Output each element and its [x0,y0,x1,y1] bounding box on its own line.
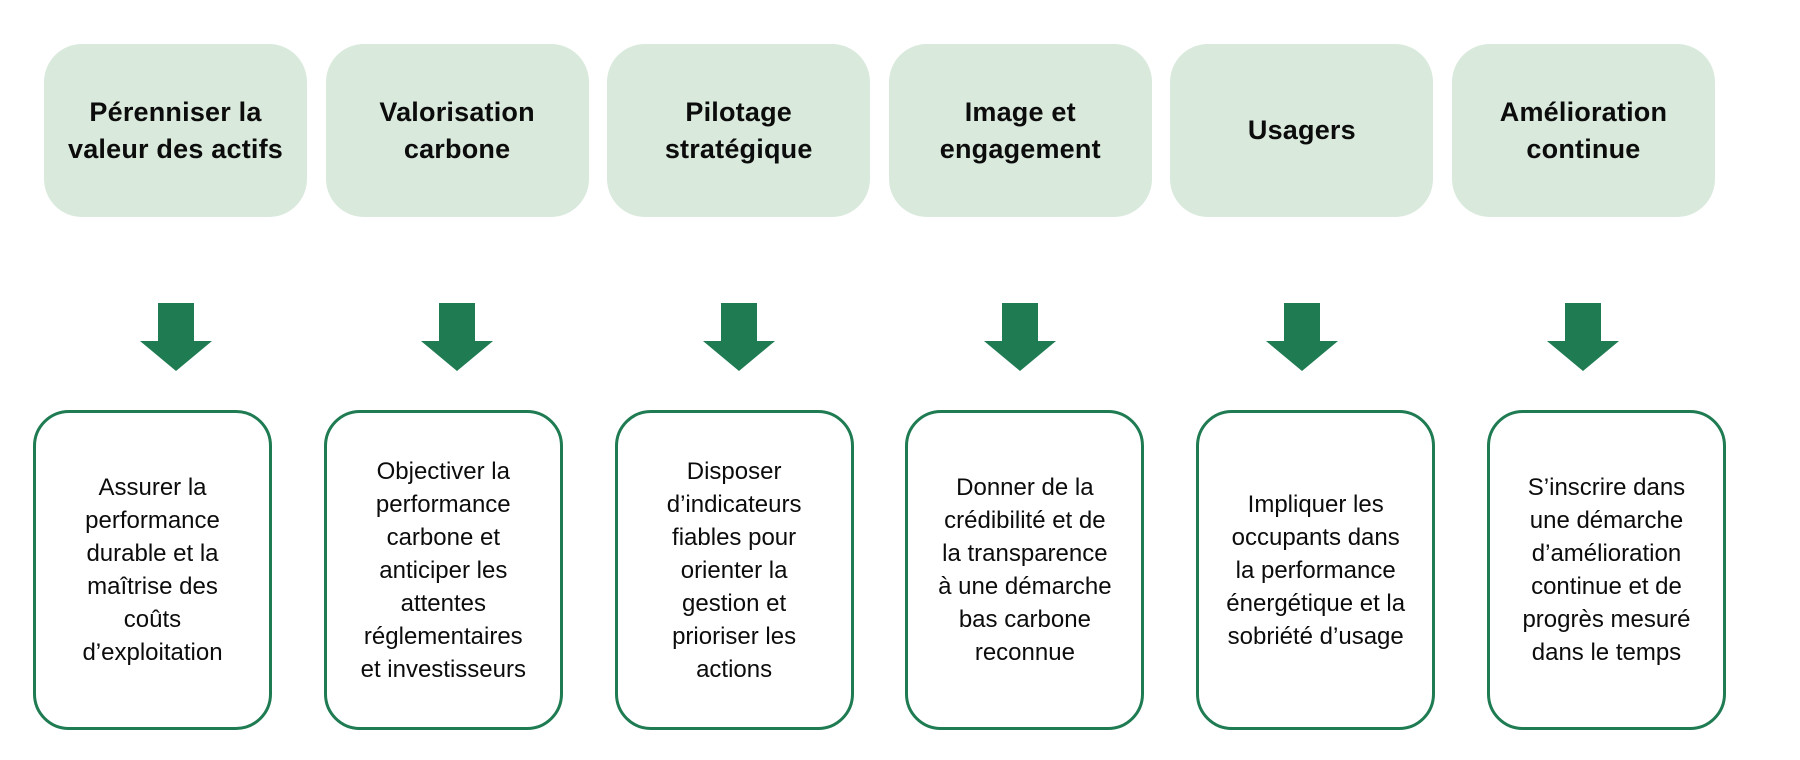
down-arrow-icon [1265,303,1338,371]
body-text: S’inscrire dans une démarche d’améliorat… [1522,474,1691,666]
down-arrow-icon [1547,303,1620,371]
body-text: Impliquer les occupants dans la performa… [1226,490,1406,650]
arrow-cell [1452,303,1715,371]
body-row: Assurer la performance durable et la maî… [0,371,1800,730]
header-box-usagers: Usagers [1170,44,1434,217]
body-box-amelioration: S’inscrire dans une démarche d’améliorat… [1486,410,1726,730]
header-label: Usagers [1247,115,1356,145]
header-label: Pilotage stratégique [664,96,813,164]
header-label: Amélioration continue [1499,96,1668,164]
header-label: Image et engagement [939,96,1101,164]
header-box-amelioration: Amélioration continue [1451,44,1715,217]
benefits-diagram: Pérenniser la valeur des actifs Valorisa… [0,0,1800,730]
body-text: Objectiver la performance carbone et ant… [360,457,526,683]
body-text: Assurer la performance durable et la maî… [82,474,223,666]
header-box-valorisation: Valorisation carbone [325,44,589,217]
arrow-cell [326,303,589,371]
arrow-row [0,217,1800,371]
body-box-pilotage: Disposer d’indicateurs fiables pour orie… [614,410,854,730]
body-box-usagers: Impliquer les occupants dans la performa… [1196,410,1436,730]
down-arrow-icon [984,303,1057,371]
body-text: Donner de la crédibilité et de la transp… [938,474,1112,666]
down-arrow-icon [702,303,775,371]
body-box-perenniser: Assurer la performance durable et la maî… [33,410,272,730]
header-box-perenniser: Pérenniser la valeur des actifs [44,44,307,217]
arrow-cell [1170,303,1433,371]
arrow-cell [44,303,307,371]
header-label: Valorisation carbone [379,96,535,164]
body-box-image: Donner de la crédibilité et de la transp… [905,410,1145,730]
header-box-pilotage: Pilotage stratégique [607,44,871,217]
body-text: Disposer d’indicateurs fiables pour orie… [666,457,802,683]
down-arrow-icon [139,303,212,371]
header-box-image: Image et engagement [888,44,1152,217]
down-arrow-icon [421,303,494,371]
header-label: Pérenniser la valeur des actifs [67,96,283,164]
arrow-cell [607,303,870,371]
body-box-valorisation: Objectiver la performance carbone et ant… [323,410,563,730]
arrow-cell [889,303,1152,371]
header-row: Pérenniser la valeur des actifs Valorisa… [0,0,1800,217]
